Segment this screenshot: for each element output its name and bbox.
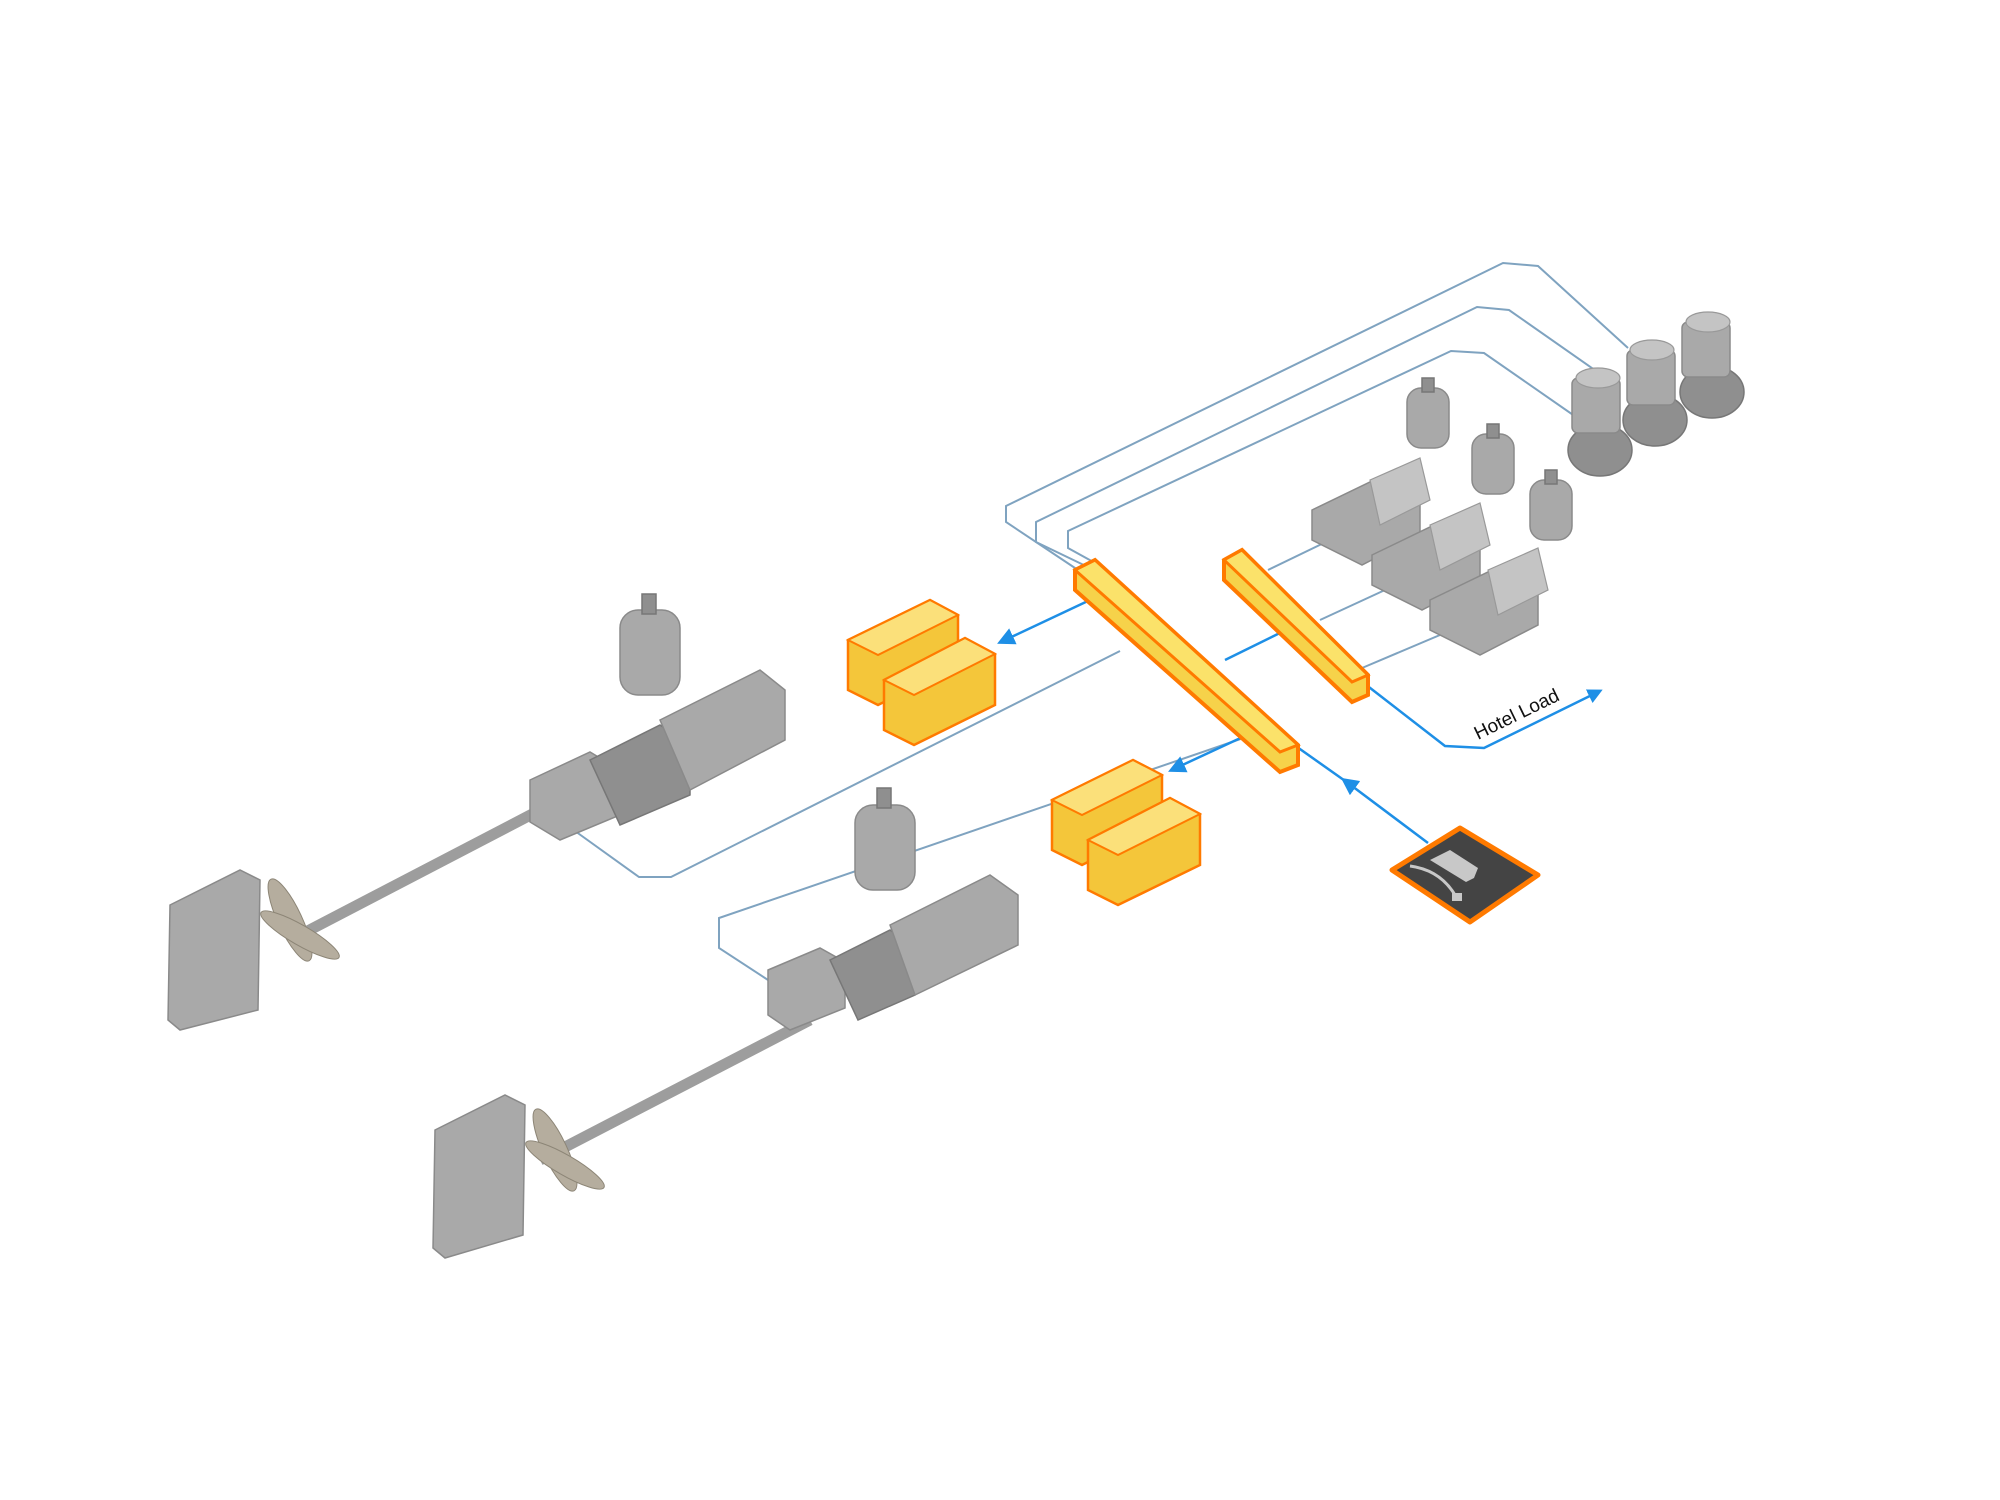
cable-thruster-2 [1035,305,1620,569]
thruster-3 [1679,311,1745,419]
flow-to-battery-1 [997,598,1091,645]
thruster-2 [1622,339,1688,447]
cables [567,261,1629,981]
cable-thruster-3 [1067,349,1590,565]
generator-sets [1311,377,1573,656]
battery-bank-1 [845,598,998,747]
port-propulsion-line [167,593,786,1031]
cable-port-shaft-generator [567,650,1121,878]
cable-starboard-shaft-generator [718,732,1259,981]
cable-genset-3 [1361,634,1441,669]
shore-power-plug-icon [1409,850,1478,901]
genset-switchboard [1221,547,1371,705]
flow-shore-to-busbar [1289,740,1429,844]
starboard-propulsion-line [432,787,1019,1259]
cable-genset-2 [1319,589,1386,621]
thruster-1 [1567,367,1633,477]
main-switchboard [1072,557,1301,775]
cable-thruster-1 [1005,261,1629,575]
flow-hotel-load [1364,683,1603,750]
genset-3 [1429,469,1573,656]
battery-bank-2 [1049,758,1203,907]
shore-power-connection [1389,825,1541,925]
cable-genset-1 [1267,539,1331,571]
tunnel-thrusters [1567,311,1745,477]
